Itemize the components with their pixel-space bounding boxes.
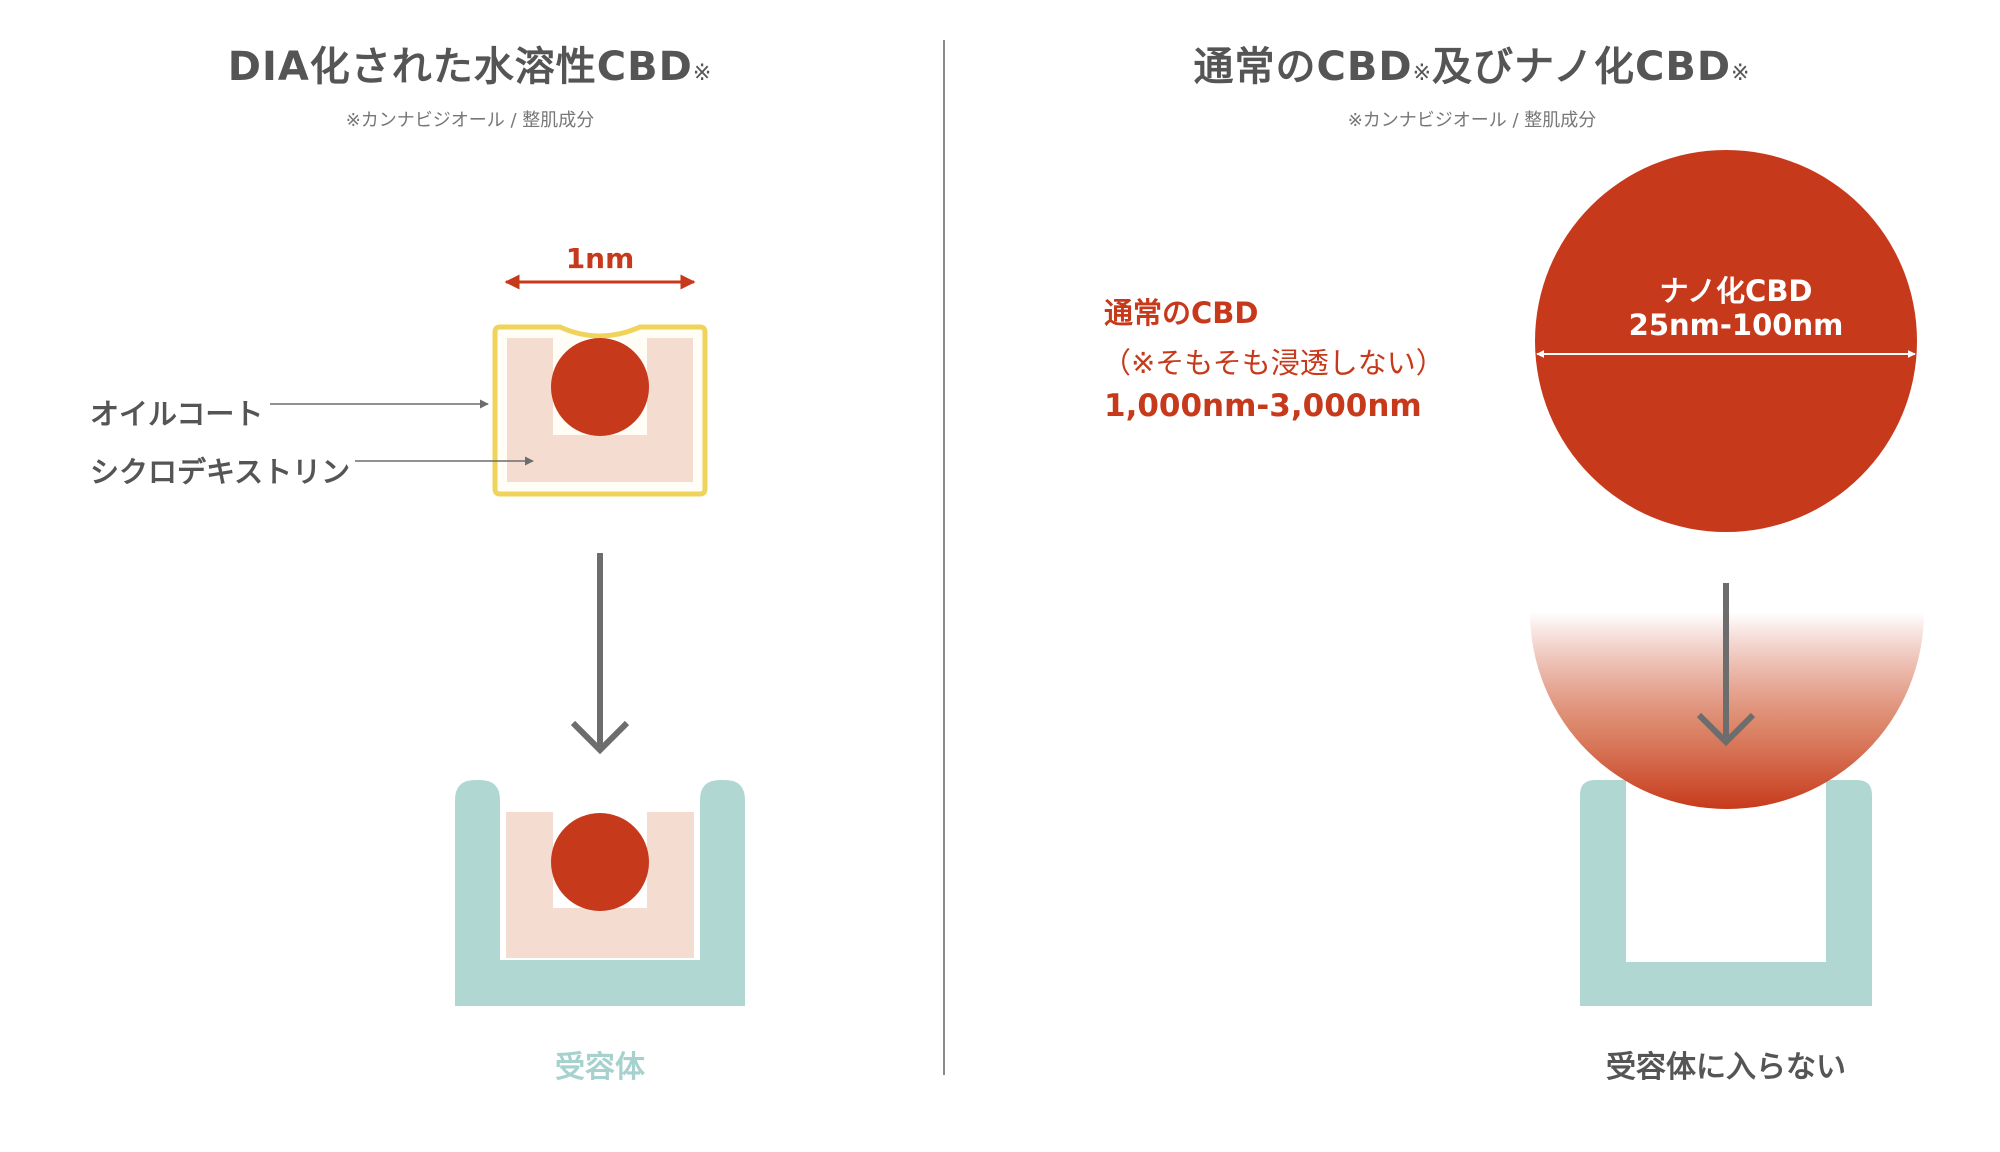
right-title-part2: 及びナノ化CBD	[1432, 44, 1732, 90]
left-title-mark: ※	[692, 61, 713, 86]
nano-cbd-size: 25nm-100nm	[1628, 308, 1844, 342]
receptor-label: 受容体	[555, 1050, 645, 1085]
cyclodextrin-label: シクロデキストリン	[90, 455, 351, 489]
cbd-particle	[551, 338, 649, 436]
measure-1nm-label: 1nm	[565, 242, 635, 275]
nano-cbd-circle	[1535, 150, 1917, 532]
right-footnote: ※カンナビジオール / 整肌成分	[1347, 110, 1597, 131]
receptor-left	[455, 780, 745, 1006]
left-footnote: ※カンナビジオール / 整肌成分	[345, 110, 595, 131]
down-arrow-left	[570, 553, 630, 755]
normal-cbd-size: 1,000nm-3,000nm	[1104, 388, 1422, 424]
right-title: 通常のCBD※及びナノ化CBD※	[944, 34, 2000, 92]
receptor-right	[1580, 780, 1872, 1006]
normal-cbd-title: 通常のCBD	[1104, 296, 1259, 330]
right-title-part1: 通常のCBD	[1193, 44, 1413, 90]
center-divider	[943, 40, 945, 1075]
dia-molecule	[492, 324, 708, 497]
right-title-mark2: ※	[1731, 61, 1751, 86]
down-arrow-right	[1696, 583, 1756, 747]
nano-cbd-name: ナノ化CBD	[1659, 274, 1813, 308]
right-title-mark1: ※	[1412, 61, 1432, 86]
not-enter-label: 受容体に入らない	[1606, 1050, 1846, 1085]
oil-coat-label: オイルコート	[90, 397, 264, 431]
left-title-text: DIA化された水溶性CBD	[227, 44, 693, 90]
cyclodextrin-shape	[507, 338, 693, 482]
left-title: DIA化された水溶性CBD※	[0, 34, 940, 92]
cbd-particle-in-receptor	[551, 813, 649, 911]
normal-cbd-note: （※そもそも浸透しない）	[1102, 346, 1445, 380]
